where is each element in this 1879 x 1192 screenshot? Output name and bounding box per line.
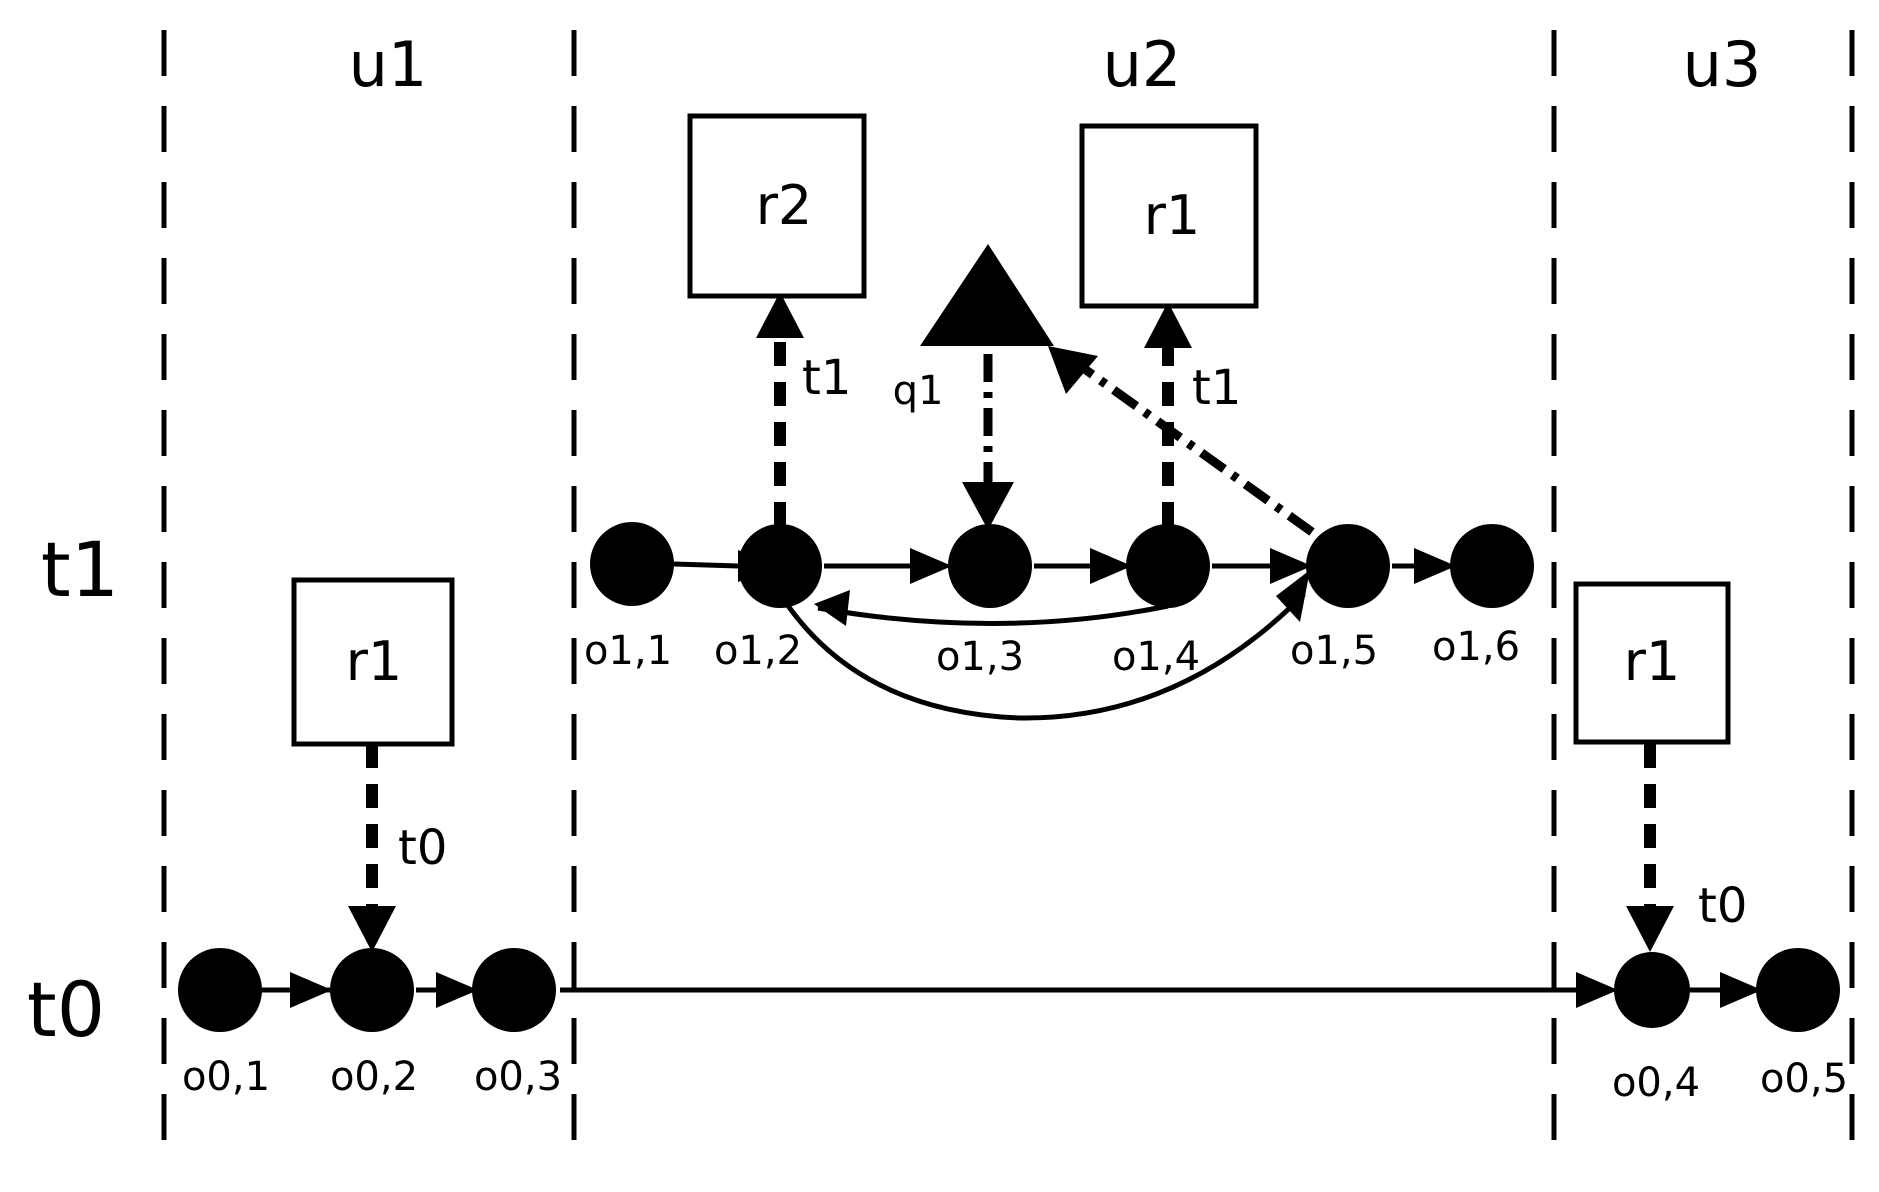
node-o1-1 xyxy=(590,522,674,606)
node-label: o1,3 xyxy=(936,634,1024,680)
lane-label-u1: u1 xyxy=(349,28,428,101)
node-label: o1,6 xyxy=(1432,624,1520,670)
arrowhead xyxy=(1276,570,1310,622)
resource-label: r1 xyxy=(346,630,403,693)
query-triangle xyxy=(920,244,1054,346)
node-o1-3 xyxy=(948,524,1032,608)
resource-label: r1 xyxy=(1144,184,1201,247)
edge-label: t0 xyxy=(398,820,447,876)
query-edges xyxy=(983,354,1315,536)
arrowhead xyxy=(436,972,478,1008)
node-label: o1,1 xyxy=(584,628,672,674)
dashed-arrowheads xyxy=(348,292,1674,952)
resource-box-r1-u1 xyxy=(291,577,455,747)
arrowhead xyxy=(910,548,952,584)
arrowhead xyxy=(290,972,332,1008)
nodes xyxy=(178,522,1840,1032)
resource-box-r2 xyxy=(687,113,867,299)
time-label-t0: t0 xyxy=(27,965,105,1054)
query-arrowheads xyxy=(962,346,1098,530)
resource-label: r2 xyxy=(756,174,813,237)
node-label: o0,5 xyxy=(1760,1056,1848,1102)
node-o0-1 xyxy=(178,948,262,1032)
arrowhead xyxy=(1576,972,1618,1008)
arrowhead xyxy=(348,906,396,952)
resource-box-r1-u3 xyxy=(1573,581,1731,745)
edge-label: t0 xyxy=(1698,878,1747,934)
node-o0-3 xyxy=(472,948,556,1032)
node-label: o0,3 xyxy=(474,1054,562,1100)
arrowhead xyxy=(814,590,850,626)
arrowhead xyxy=(756,292,804,338)
node-o1-2 xyxy=(738,524,822,608)
arrowhead xyxy=(1144,302,1192,348)
solid-arrowheads xyxy=(290,548,1762,1008)
edge-labels: t1 t1 t0 t0 xyxy=(398,350,1747,934)
node-o1-6 xyxy=(1450,524,1534,608)
arrowhead xyxy=(1090,548,1132,584)
lane-separators xyxy=(161,30,1855,1162)
node-label: o0,4 xyxy=(1612,1060,1700,1106)
arrowhead xyxy=(1270,548,1312,584)
edge-o14-o12-curve xyxy=(817,603,1169,627)
edge-o15-q1 xyxy=(1083,366,1315,536)
resource-labels: r2 r1 r1 r1 xyxy=(346,174,1681,693)
query-label: q1 xyxy=(893,368,944,414)
resource-boxes xyxy=(291,113,1731,747)
node-label: o1,4 xyxy=(1112,634,1200,680)
arrowhead xyxy=(1720,972,1762,1008)
edge-o11-o12 xyxy=(673,561,739,569)
time-label-t1: t1 xyxy=(41,525,119,614)
node-label: o0,2 xyxy=(330,1054,418,1100)
arrowhead xyxy=(1626,906,1674,952)
node-o1-5 xyxy=(1306,524,1390,608)
node-o0-2 xyxy=(330,948,414,1032)
node-o0-4 xyxy=(1614,952,1690,1028)
arrowhead xyxy=(1414,548,1456,584)
edge-o12-o15-curve xyxy=(781,592,1306,721)
edge-label: t1 xyxy=(1192,360,1241,416)
node-label: o0,1 xyxy=(182,1054,270,1100)
node-label: o1,2 xyxy=(714,628,802,674)
node-o1-4 xyxy=(1126,524,1210,608)
lane-label-u3: u3 xyxy=(1683,28,1762,101)
node-label: o1,5 xyxy=(1290,628,1378,674)
solid-edges xyxy=(262,561,1754,993)
dashed-edges xyxy=(366,336,1656,908)
node-labels: o1,1 o1,2 o1,3 o1,4 o1,5 o1,6 o0,1 o0,2 … xyxy=(182,624,1848,1106)
node-o0-5 xyxy=(1756,948,1840,1032)
arrowhead xyxy=(1048,346,1098,394)
lane-label-u2: u2 xyxy=(1103,28,1182,101)
resource-box-r1-u2 xyxy=(1079,123,1259,309)
edge-label: t1 xyxy=(802,350,851,406)
arrowhead xyxy=(962,482,1014,530)
resource-label: r1 xyxy=(1624,630,1681,693)
